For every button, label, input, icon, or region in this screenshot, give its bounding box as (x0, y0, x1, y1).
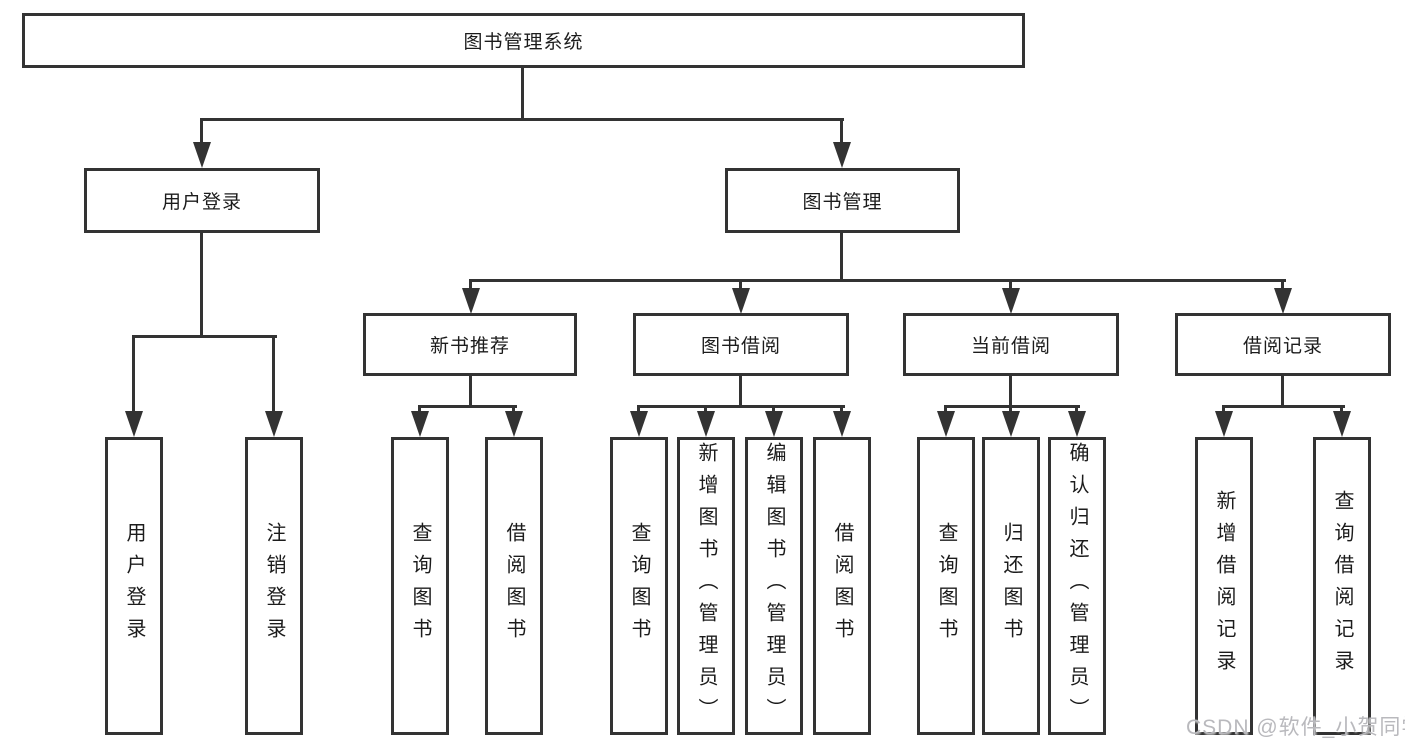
connector-line (272, 337, 275, 413)
arrowhead-down-icon (1002, 411, 1020, 437)
arrowhead-down-icon (697, 411, 715, 437)
arrowhead-down-icon (937, 411, 955, 437)
connector-line (469, 281, 472, 291)
arrowhead-down-icon (1274, 288, 1292, 314)
connector-line (132, 335, 277, 338)
leaf-return-book: 归还图书 (982, 437, 1040, 735)
connector-line (1009, 376, 1012, 405)
leaf-query-borrow-record: 查询借阅记录 (1313, 437, 1371, 735)
arrowhead-down-icon (765, 411, 783, 437)
node-borrow-records: 借阅记录 (1175, 313, 1391, 376)
arrowhead-down-icon (1068, 411, 1086, 437)
node-book-borrowing: 图书借阅 (633, 313, 849, 376)
csdn-watermark: CSDN @软件_小贺同学 (1186, 716, 1405, 739)
leaf-add-book-admin: 新增图书（管理员） (677, 437, 735, 735)
node-book-management: 图书管理 (725, 168, 960, 233)
connector-line (840, 233, 843, 279)
connector-line (200, 120, 203, 146)
leaf-logout-login: 注销登录 (245, 437, 303, 735)
arrowhead-down-icon (1215, 411, 1233, 437)
connector-line (739, 281, 742, 291)
leaf-edit-book-admin: 编辑图书（管理员） (745, 437, 803, 735)
connector-line (1222, 405, 1345, 408)
leaf-borrow-books: 借阅图书 (813, 437, 871, 735)
connector-line (637, 405, 845, 408)
connector-line (200, 233, 203, 335)
arrowhead-down-icon (1333, 411, 1351, 437)
arrowhead-down-icon (833, 411, 851, 437)
node-current-borrowing: 当前借阅 (903, 313, 1119, 376)
arrowhead-down-icon (1002, 288, 1020, 314)
leaf-add-borrow-record: 新增借阅记录 (1195, 437, 1253, 735)
connector-line (944, 405, 1080, 408)
connector-line (469, 376, 472, 405)
arrowhead-down-icon (411, 411, 429, 437)
connector-line (200, 118, 844, 121)
arrowhead-down-icon (505, 411, 523, 437)
connector-line (1009, 281, 1012, 291)
connector-line (469, 279, 1286, 282)
connector-line (132, 337, 135, 413)
leaf-borrow-books-recommend: 借阅图书 (485, 437, 543, 735)
leaf-confirm-return-admin: 确认归还（管理员） (1048, 437, 1106, 735)
arrowhead-down-icon (732, 288, 750, 314)
arrowhead-down-icon (630, 411, 648, 437)
node-new-book-recommend: 新书推荐 (363, 313, 577, 376)
node-library-system: 图书管理系统 (22, 13, 1025, 68)
arrowhead-down-icon (462, 288, 480, 314)
arrowhead-down-icon (833, 142, 851, 168)
arrowhead-down-icon (193, 142, 211, 168)
arrowhead-down-icon (125, 411, 143, 437)
leaf-query-books-current: 查询图书 (917, 437, 975, 735)
leaf-user-login: 用户登录 (105, 437, 163, 735)
arrowhead-down-icon (265, 411, 283, 437)
leaf-query-books-borrowing: 查询图书 (610, 437, 668, 735)
connector-line (1281, 376, 1284, 405)
connector-line (739, 376, 742, 405)
node-user-login-branch: 用户登录 (84, 168, 320, 233)
connector-line (521, 68, 524, 118)
connector-line (840, 120, 843, 146)
connector-line (418, 405, 517, 408)
leaf-query-books-recommend: 查询图书 (391, 437, 449, 735)
connector-line (1281, 281, 1284, 291)
